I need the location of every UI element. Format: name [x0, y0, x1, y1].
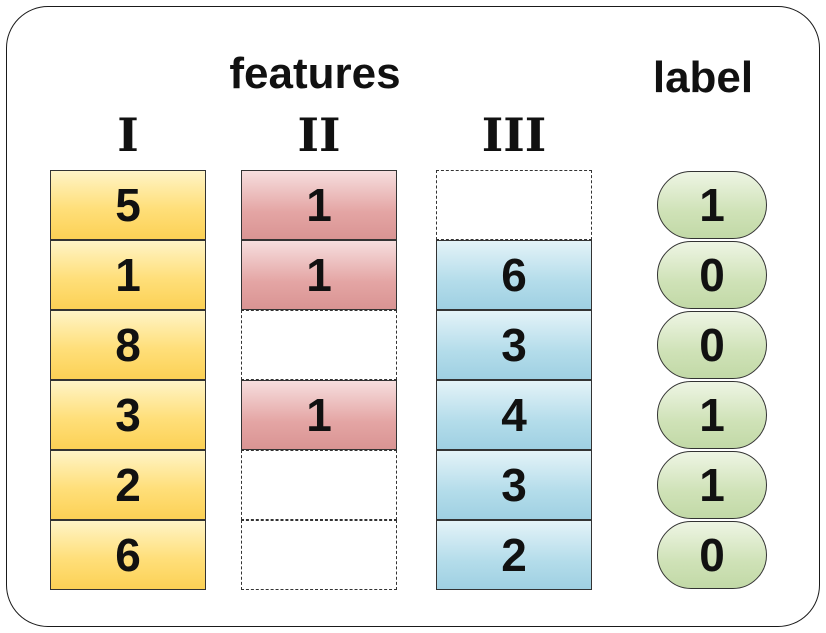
feature-cell: 8	[50, 310, 206, 380]
missing-feature-cell	[436, 170, 592, 240]
label-pill: 1	[657, 451, 767, 519]
feature-cell: 4	[436, 380, 592, 450]
column-header-III: III	[481, 108, 547, 162]
column-header-II: II	[297, 108, 341, 162]
label-pill: 0	[657, 311, 767, 379]
missing-feature-cell	[241, 520, 397, 590]
label-pill: 0	[657, 521, 767, 589]
feature-cell: 3	[436, 450, 592, 520]
feature-cell: 1	[50, 240, 206, 310]
missing-feature-cell	[241, 450, 397, 520]
label-pill: 1	[657, 381, 767, 449]
feature-cell: 2	[436, 520, 592, 590]
label-pill: 1	[657, 171, 767, 239]
feature-cell: 1	[241, 170, 397, 240]
missing-feature-cell	[241, 310, 397, 380]
feature-cell: 5	[50, 170, 206, 240]
feature-cell: 6	[436, 240, 592, 310]
label-pill: 0	[657, 241, 767, 309]
feature-cell: 3	[50, 380, 206, 450]
column-header-I: I	[117, 108, 139, 162]
label-title: label	[652, 53, 754, 102]
feature-cell: 1	[241, 380, 397, 450]
feature-cell: 1	[241, 240, 397, 310]
features-title: features	[229, 49, 401, 98]
feature-cell: 6	[50, 520, 206, 590]
feature-cell: 2	[50, 450, 206, 520]
feature-cell: 3	[436, 310, 592, 380]
